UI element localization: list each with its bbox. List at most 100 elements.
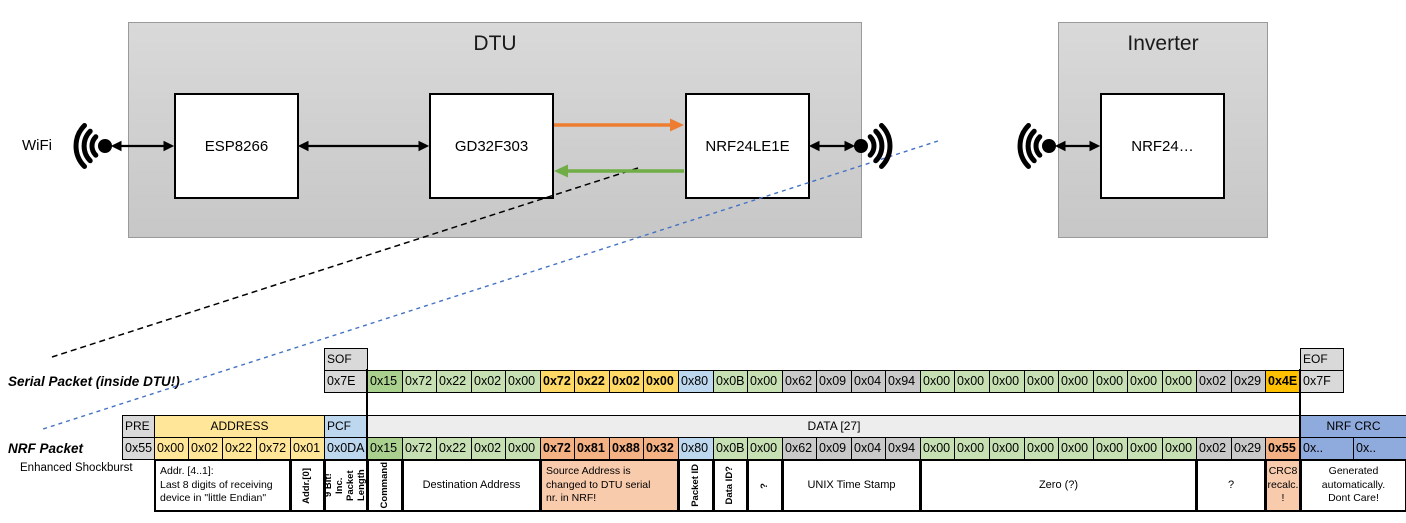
serial-byte-cell: 0x04 — [851, 370, 886, 393]
nrf-address-byte: 0x22 — [222, 437, 257, 460]
serial-eof-byte: 0x7F — [1300, 370, 1344, 393]
serial-byte-cell: 0x02 — [1196, 370, 1232, 393]
nrf-byte-cell: 0x32 — [643, 437, 679, 460]
serial-byte-cell: 0x00 — [1024, 370, 1059, 393]
serial-byte-cell: 0x00 — [1093, 370, 1128, 393]
esp8266-box: ESP8266 — [174, 93, 299, 199]
nrf-byte-cell: 0x00 — [747, 437, 783, 460]
annotation-unknown-2: ? — [1196, 459, 1266, 512]
serial-byte-cell: 0x00 — [747, 370, 783, 393]
nrf-byte-cell: 0x00 — [1162, 437, 1197, 460]
serial-byte-cell: 0x00 — [1127, 370, 1163, 393]
connector-line — [1299, 369, 1301, 462]
annotation-destination-address: Destination Address — [402, 459, 541, 512]
nrf-byte-cell: 0x00 — [1058, 437, 1094, 460]
serial-byte-cell: 0x00 — [954, 370, 990, 393]
nrf-address-byte: 0x72 — [256, 437, 291, 460]
dtu-title: DTU — [473, 32, 517, 55]
nrf-crc-byte: 0x.. — [1353, 437, 1406, 460]
nrf-byte-cell: 0x29 — [1231, 437, 1266, 460]
annotation-source-address: Source Address is changed to DTU serial … — [540, 459, 679, 512]
inverter-title: Inverter — [1127, 32, 1199, 55]
nrf-byte-cell: 0x88 — [609, 437, 644, 460]
annotation-addr-4-1: Addr. [4..1]: Last 8 digits of receiving… — [154, 459, 291, 512]
nrf-byte-cell: 0x00 — [1127, 437, 1163, 460]
serial-byte-cell: 0x29 — [1231, 370, 1266, 393]
serial-packet-label: Serial Packet (inside DTU!) — [8, 374, 180, 389]
dtu-antenna-icon — [867, 123, 893, 169]
annotation-command: Command — [367, 459, 403, 512]
annotation-addr-0: Addr.[0] — [290, 459, 325, 512]
inverter-nrf24-label: NRF24… — [1131, 137, 1194, 155]
serial-byte-cell: 0x62 — [782, 370, 817, 393]
inverter-container: Inverter NRF24… — [1058, 22, 1268, 238]
serial-byte-cell: 0x09 — [816, 370, 852, 393]
nrf-byte-cell: 0x22 — [436, 437, 472, 460]
inverter-antenna-dot — [1042, 139, 1056, 153]
serial-sof-byte: 0x7E — [324, 370, 368, 393]
nrf-byte-cell: 0x00 — [954, 437, 990, 460]
nrf-address-byte: 0x01 — [290, 437, 325, 460]
nrf-byte-cell: 0x0B — [713, 437, 748, 460]
enhanced-shockburst-label: Enhanced Shockburst — [20, 462, 133, 474]
annotation-unix-time-stamp: UNIX Time Stamp — [782, 459, 921, 512]
nrf-byte-cell: 0x02 — [1196, 437, 1232, 460]
nrf-byte-cell: 0x00 — [920, 437, 955, 460]
nrf-byte-cell: 0x80 — [678, 437, 714, 460]
wifi-label: WiFi — [22, 137, 52, 154]
nrf-byte-cell: 0x09 — [816, 437, 852, 460]
serial-eof-header: EOF — [1300, 348, 1344, 371]
nrf-byte-cell: 0x94 — [885, 437, 921, 460]
inverter-nrf24-box: NRF24… — [1100, 93, 1225, 199]
nrf-byte-cell: 0x55 — [1265, 437, 1301, 460]
serial-byte-cell: 0x22 — [436, 370, 472, 393]
nrf-address-byte: 0x00 — [154, 437, 189, 460]
nrf-pre-byte: 0x55 — [122, 437, 155, 460]
serial-byte-cell: 0x00 — [1162, 370, 1197, 393]
nrf-byte-cell: 0x00 — [989, 437, 1025, 460]
serial-byte-cell: 0x00 — [505, 370, 541, 393]
serial-byte-cell: 0x94 — [885, 370, 921, 393]
nrf-pcf-header: PCF — [324, 415, 368, 438]
annotation-unknown-1: ? — [747, 459, 783, 512]
inverter-antenna-icon — [1017, 123, 1043, 169]
serial-byte-cell: 0x00 — [1058, 370, 1094, 393]
serial-sof-header: SOF — [324, 348, 368, 371]
nrf-byte-cell: 0x02 — [471, 437, 506, 460]
gd32f303-box: GD32F303 — [429, 93, 554, 199]
serial-byte-cell: 0x02 — [471, 370, 506, 393]
nrf-byte-cell: 0x00 — [1093, 437, 1128, 460]
serial-byte-cell: 0x72 — [540, 370, 575, 393]
nrf-byte-cell: 0x81 — [574, 437, 610, 460]
serial-byte-cell: 0x80 — [678, 370, 714, 393]
nrf-crc-byte: 0x.. — [1300, 437, 1354, 460]
serial-byte-cell: 0x02 — [609, 370, 644, 393]
serial-byte-cell: 0x00 — [643, 370, 679, 393]
annotation-zero: Zero (?) — [920, 459, 1197, 512]
serial-byte-cell: 0x00 — [920, 370, 955, 393]
nrf-packet-label: NRF Packet — [8, 441, 84, 456]
annotation-data-id: Data ID? — [713, 459, 748, 512]
esp8266-label: ESP8266 — [204, 137, 269, 155]
nrf-crc-header: NRF CRC — [1300, 415, 1406, 438]
nrf-byte-cell: 0x00 — [1024, 437, 1059, 460]
serial-byte-cell: 0x0B — [713, 370, 748, 393]
nrf-address-byte: 0x02 — [188, 437, 223, 460]
annotation-packet-id: Packet ID — [678, 459, 714, 512]
wifi-antenna-dot — [98, 139, 112, 153]
nrf24le1e-label: NRF24LE1E — [705, 137, 790, 155]
nrf-byte-cell: 0x00 — [505, 437, 541, 460]
nrf-data-header: DATA [27] — [367, 415, 1301, 438]
nrf-pcf-byte: 0x0DA — [324, 437, 368, 460]
connector-line — [366, 369, 368, 462]
serial-byte-cell: 0x22 — [574, 370, 610, 393]
gd32f303-label: GD32F303 — [454, 137, 529, 155]
annotation-crc8-recalc: CRC8 recalc. ! — [1265, 459, 1301, 512]
annotation-pcf-length: 9 Bit! Inc. Packet Length — [323, 459, 368, 512]
wifi-antenna-icon — [73, 123, 99, 169]
serial-byte-cell: 0x00 — [989, 370, 1025, 393]
nrf-byte-cell: 0x04 — [851, 437, 886, 460]
nrf-pre-header: PRE — [122, 415, 155, 438]
nrf-byte-cell: 0x72 — [402, 437, 437, 460]
annotation-nrf-crc-note: Generated automatically. Dont Care! — [1300, 459, 1406, 512]
